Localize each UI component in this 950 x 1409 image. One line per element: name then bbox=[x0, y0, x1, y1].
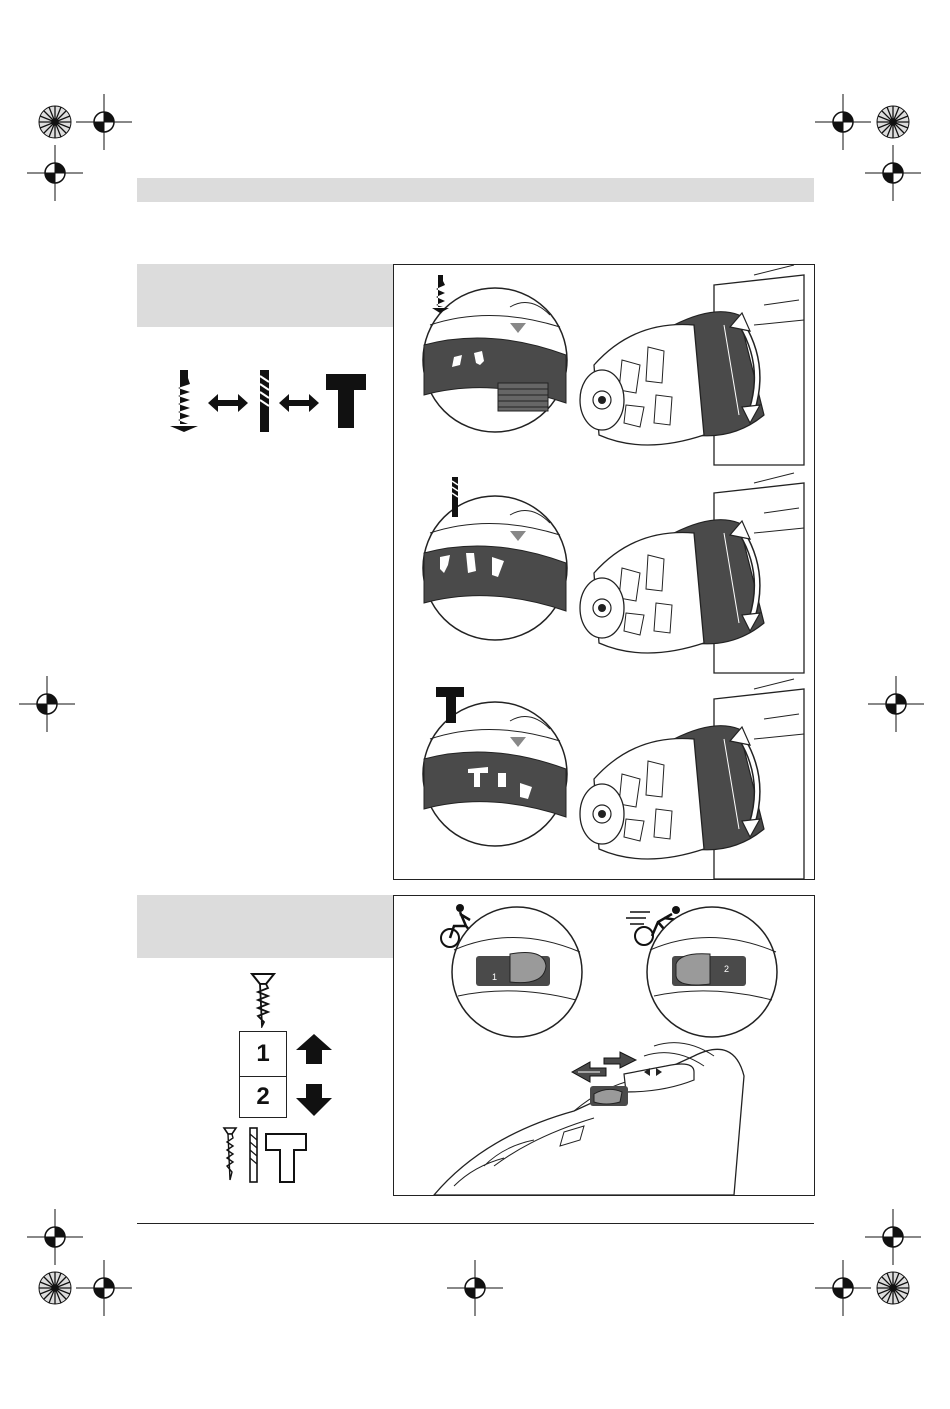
gear-label-2: 2 bbox=[239, 1076, 287, 1118]
screwdriving-icon bbox=[170, 370, 198, 432]
screw-icon bbox=[224, 1128, 236, 1180]
svg-text:1: 1 bbox=[492, 972, 497, 982]
double-arrow-icon bbox=[279, 394, 319, 412]
screw-icon bbox=[250, 972, 276, 1028]
mode-figure-frame bbox=[393, 264, 815, 880]
hammer-drilling-icon bbox=[326, 374, 366, 428]
drilling-icon bbox=[260, 370, 269, 432]
gear-label-box bbox=[137, 895, 393, 958]
svg-text:2: 2 bbox=[724, 964, 729, 974]
arrow-up-icon bbox=[296, 1034, 332, 1064]
mode-label-box bbox=[137, 264, 393, 327]
footer-rule bbox=[137, 1223, 814, 1224]
tool-icons bbox=[220, 1126, 310, 1184]
gear-figure-frame: 1 2 bbox=[393, 895, 815, 1196]
gear-switch-illustrations: 1 2 bbox=[394, 896, 814, 1195]
mode-selector-legend bbox=[166, 370, 372, 432]
drilling-icon bbox=[452, 477, 458, 517]
mode-setting-illustrations bbox=[394, 265, 814, 879]
drill-bit-icon bbox=[250, 1128, 257, 1182]
arrow-down-icon bbox=[296, 1084, 332, 1116]
double-arrow-icon bbox=[208, 394, 248, 412]
mode-panel-screwdriving bbox=[423, 265, 804, 465]
mode-panel-drilling bbox=[423, 473, 804, 673]
gear-label-1: 1 bbox=[239, 1031, 287, 1077]
header-bar bbox=[137, 178, 814, 202]
hammer-icon bbox=[266, 1134, 306, 1182]
mode-panel-hammer bbox=[423, 679, 804, 879]
